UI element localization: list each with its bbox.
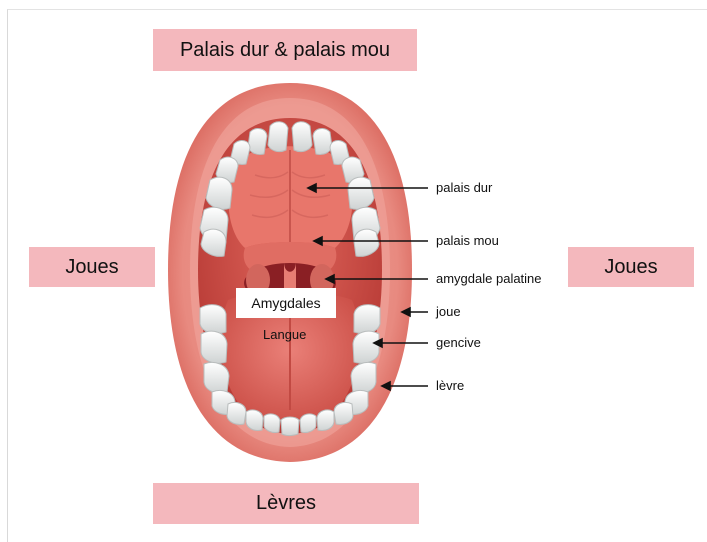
label-gencive: gencive bbox=[436, 335, 481, 350]
langue-label: Langue bbox=[263, 327, 306, 342]
side-right-box: Joues bbox=[568, 247, 694, 287]
label-palais-mou: palais mou bbox=[436, 233, 499, 248]
label-amygdale-palatine: amygdale palatine bbox=[436, 271, 542, 286]
side-left-box: Joues bbox=[29, 247, 155, 287]
amygdales-box: Amygdales bbox=[236, 288, 336, 318]
title-bottom-box: Lèvres bbox=[153, 483, 419, 524]
label-levre: lèvre bbox=[436, 378, 464, 393]
label-joue: joue bbox=[436, 304, 461, 319]
label-palais-dur: palais dur bbox=[436, 180, 492, 195]
title-top-box: Palais dur & palais mou bbox=[153, 29, 417, 71]
